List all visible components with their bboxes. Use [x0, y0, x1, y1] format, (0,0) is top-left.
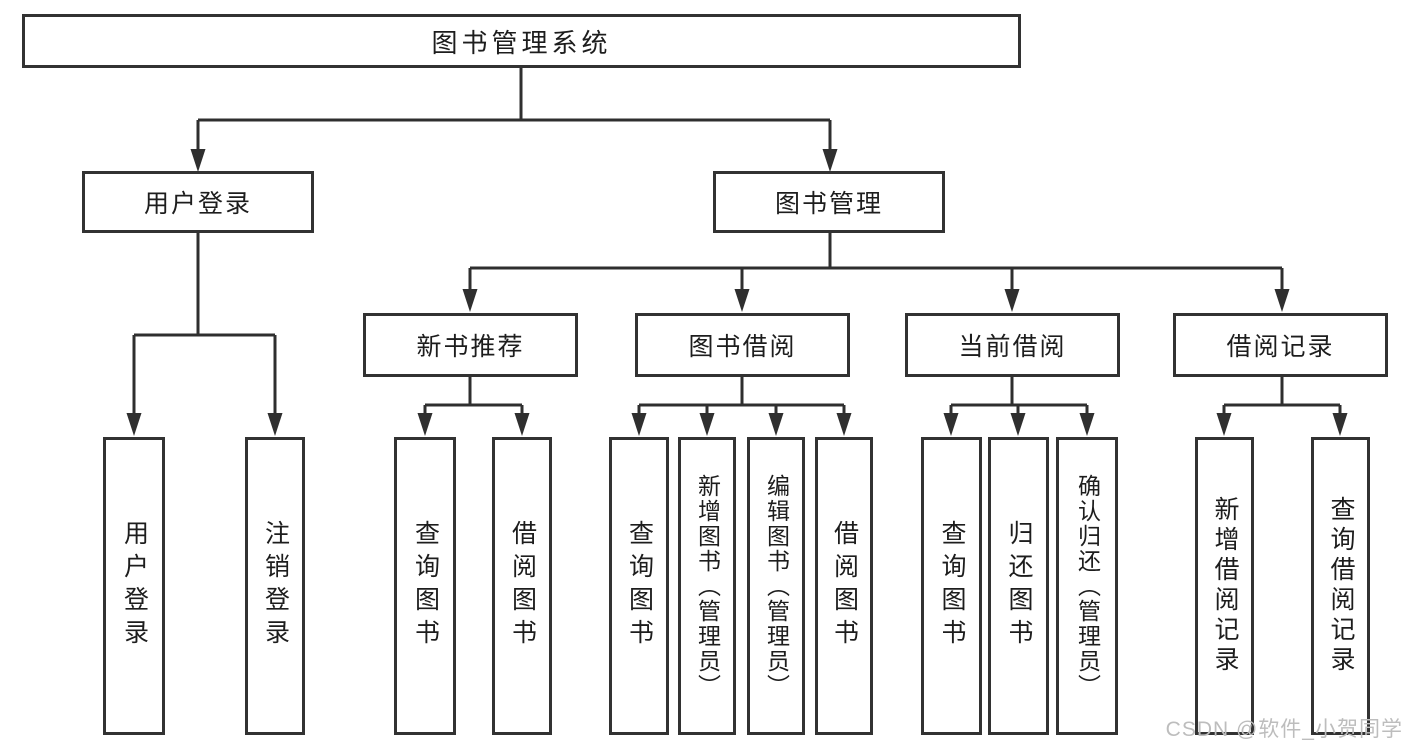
node-label: 编辑图书（管理员） [763, 473, 790, 699]
node-label: 查询借阅记录 [1327, 496, 1355, 676]
node-book-borrowing: 图书借阅 [635, 313, 850, 377]
leaf-query-books-borrowing: 查询图书 [609, 437, 669, 735]
node-book-management: 图书管理 [713, 171, 945, 233]
leaf-return-books: 归还图书 [988, 437, 1049, 735]
node-label: 当前借阅 [958, 333, 1067, 361]
leaf-query-books-current: 查询图书 [921, 437, 982, 735]
node-label: 用户登录 [143, 190, 252, 218]
node-label: 新增图书（管理员） [694, 473, 721, 699]
leaf-borrow-books-borrowing: 借阅图书 [815, 437, 873, 735]
leaf-add-borrow-record: 新增借阅记录 [1195, 437, 1254, 735]
node-label: 查询图书 [625, 520, 654, 652]
node-user-login: 用户登录 [82, 171, 314, 233]
node-label: 注销登录 [261, 520, 290, 652]
node-label: 借阅图书 [508, 520, 537, 652]
leaf-query-borrow-record: 查询借阅记录 [1311, 437, 1370, 735]
node-label: 查询图书 [938, 520, 966, 652]
leaf-borrow-books-recommend: 借阅图书 [492, 437, 552, 735]
csdn-watermark: CSDN @软件_小贺同学 [1165, 718, 1403, 741]
node-label: 用户登录 [120, 520, 149, 652]
leaf-logout: 注销登录 [245, 437, 305, 735]
leaf-confirm-return-admin: 确认归还（管理员） [1056, 437, 1118, 735]
node-label: 借阅图书 [830, 520, 859, 652]
leaf-user-login: 用户登录 [103, 437, 165, 735]
leaf-query-books-recommend: 查询图书 [394, 437, 456, 735]
node-label: 确认归还（管理员） [1074, 473, 1101, 699]
leaf-add-book-admin: 新增图书（管理员） [678, 437, 736, 735]
node-label: 图书管理 [774, 190, 883, 218]
node-current-borrowing: 当前借阅 [905, 313, 1120, 377]
node-label: 图书管理系统 [431, 27, 612, 58]
node-label: 归还图书 [1005, 520, 1033, 652]
node-borrowing-records: 借阅记录 [1173, 313, 1388, 377]
node-label: 新增借阅记录 [1211, 496, 1239, 676]
node-new-book-recommend: 新书推荐 [363, 313, 578, 377]
leaf-edit-book-admin: 编辑图书（管理员） [747, 437, 805, 735]
node-label: 新书推荐 [416, 333, 525, 361]
node-library-management-system: 图书管理系统 [22, 14, 1021, 68]
node-label: 图书借阅 [688, 333, 797, 361]
node-label: 查询图书 [411, 520, 440, 652]
node-label: 借阅记录 [1226, 333, 1335, 361]
